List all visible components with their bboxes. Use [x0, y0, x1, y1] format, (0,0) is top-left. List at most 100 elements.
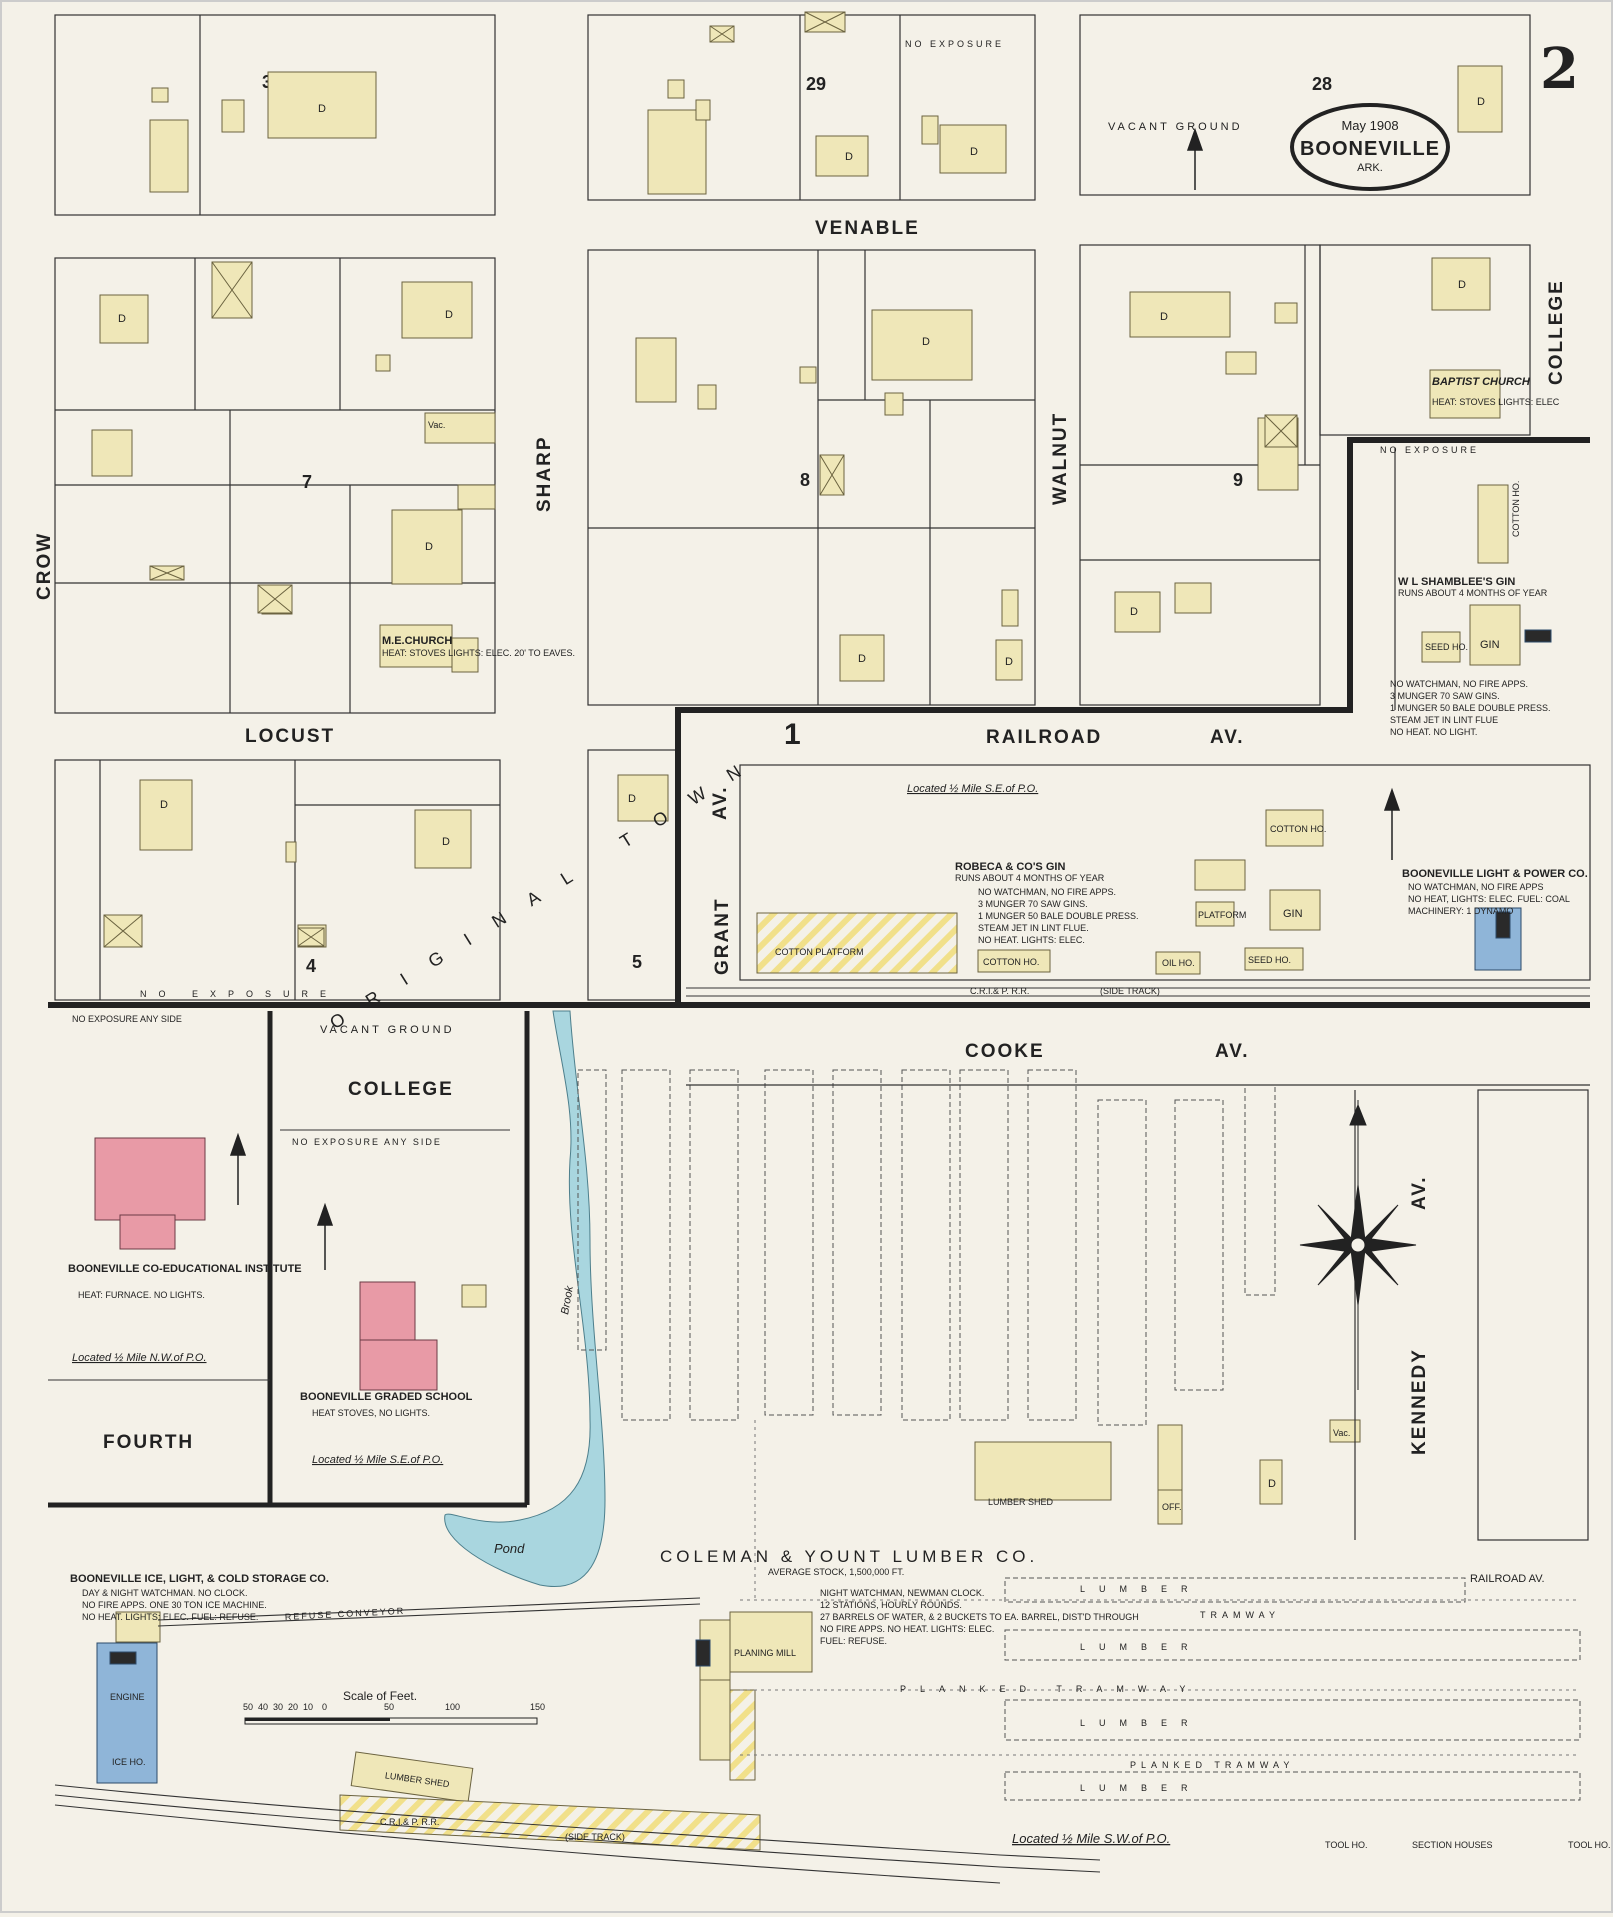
lumber-pile-label: LUMBER	[1080, 1718, 1202, 1728]
dwelling-mark: D	[858, 653, 866, 665]
no-exposure-any-side-label: NO EXPOSURE ANY SIDE	[72, 1014, 182, 1024]
robeca-note: NO HEAT. LIGHTS: ELEC.	[978, 935, 1085, 945]
ice-note: DAY & NIGHT WATCHMAN. NO CLOCK.	[82, 1588, 248, 1598]
block-label: 5	[632, 952, 642, 972]
railroad-tracks	[54, 987, 1590, 1884]
robeca-gin-label: ROBECA & CO'S GIN	[955, 861, 1065, 873]
scale-tick: 0	[322, 1702, 327, 1712]
north-arrows	[229, 127, 1401, 1270]
title-cartouche: May 1908 BOONEVILLE ARK.	[1290, 103, 1450, 191]
baptist-church-building	[1429, 369, 1501, 419]
cotton-platform-label: COTTON PLATFORM	[775, 947, 864, 957]
street-venable: VENABLE	[815, 218, 920, 239]
dwelling	[617, 774, 669, 822]
robeca-note: 3 MUNGER 70 SAW GINS.	[978, 899, 1088, 909]
vacant-label: Vac.	[428, 420, 445, 430]
vacant-ground-label: VACANT GROUND	[1108, 121, 1243, 133]
located-nw-label: Located ½ Mile N.W.of P.O.	[72, 1352, 207, 1364]
scale-tick: 100	[445, 1702, 460, 1712]
scale-tick: 30	[273, 1702, 283, 1712]
scale-tick: 150	[530, 1702, 545, 1712]
street-railroad-av-suffix: AV.	[1210, 727, 1245, 748]
no-exposure-label: NO EXPOSURE	[905, 39, 1004, 49]
coleman-stock: AVERAGE STOCK, 1,500,000 FT.	[768, 1567, 904, 1577]
railroad-av-small-label: RAILROAD AV.	[1470, 1573, 1545, 1585]
street-locust: LOCUST	[245, 726, 335, 747]
block-1-boundary-outer	[675, 437, 1590, 1005]
dwelling	[139, 779, 193, 851]
lumber-shed-label: LUMBER SHED	[988, 1497, 1054, 1507]
shamblee-note: STEAM JET IN LINT FLUE	[1390, 715, 1498, 725]
light-power-note: NO HEAT, LIGHTS: ELEC. FUEL: COAL	[1408, 894, 1570, 904]
cotton-house	[1265, 809, 1324, 847]
dwelling	[267, 71, 377, 139]
planked-tramway-label: PLANKED TRAMWAY	[1130, 1760, 1294, 1770]
cotton-house-label: COTTON HO.	[1511, 481, 1521, 537]
vacant-ground-label: VACANT GROUND	[320, 1024, 455, 1036]
block-label: 9	[1233, 470, 1243, 490]
robeca-gin-runs: RUNS ABOUT 4 MONTHS OF YEAR	[955, 873, 1105, 883]
engine-label: ENGINE	[110, 1692, 145, 1702]
dwelling-mark: D	[970, 146, 978, 158]
block-4-outline	[54, 759, 501, 1001]
street-college-bottom: COLLEGE	[348, 1079, 454, 1100]
ice-co-label: BOONEVILLE ICE, LIGHT, & COLD STORAGE CO…	[70, 1573, 329, 1585]
block-8-outline	[587, 249, 1036, 706]
light-power-label: BOONEVILLE LIGHT & POWER CO.	[1402, 868, 1588, 880]
dwelling	[414, 809, 472, 869]
lumber-pile-label: LUMBER	[1080, 1584, 1202, 1594]
street-railroad-av: RAILROAD	[986, 727, 1102, 748]
dwelling	[815, 135, 869, 177]
lumber-piles	[577, 1069, 1581, 1801]
planked-tramway-label: PLANKED TRAMWAY	[900, 1684, 1199, 1694]
lumber-shed	[974, 1441, 1112, 1501]
dwelling	[91, 429, 133, 477]
bottling-works	[1194, 859, 1246, 891]
block-28-outline	[1079, 14, 1531, 196]
railroad-label: C.R.I.& P. R.R.	[970, 986, 1029, 996]
located-se-label: Located ½ Mile S.E.of P.O.	[312, 1454, 443, 1466]
cotton-house-label: COTTON HO.	[983, 957, 1039, 967]
railroad-label: C.R.I.& P. R.R.	[380, 1817, 439, 1827]
sheet-state: ARK.	[1357, 162, 1383, 174]
street-fourth: FOURTH	[103, 1432, 194, 1453]
shamblee-gin-label: W L SHAMBLEE'S GIN	[1398, 576, 1515, 588]
institute-note: HEAT: FURNACE. NO LIGHTS.	[78, 1290, 205, 1300]
scale-title: Scale of Feet.	[343, 1689, 417, 1703]
sheet-number: 2	[1540, 36, 1579, 102]
pond-label: Pond	[494, 1541, 525, 1556]
coleman-note: 27 BARRELS OF WATER, & 2 BUCKETS TO EA. …	[820, 1612, 1139, 1622]
seed-house	[1244, 947, 1304, 971]
shamblee-note: NO HEAT. NO LIGHT.	[1390, 727, 1477, 737]
cotton-house	[977, 949, 1051, 973]
frame-buildings	[91, 65, 1521, 1803]
hatched-sheds	[103, 11, 1298, 948]
located-sw-label: Located ½ Mile S.W.of P.O.	[1012, 1831, 1170, 1846]
me-church-note: HEAT: STOVES LIGHTS: ELEC. 20' TO EAVES.	[382, 648, 575, 658]
dwelling	[1129, 291, 1231, 338]
brook-and-pond	[444, 1010, 606, 1587]
dwelling-mark: D	[1458, 279, 1466, 291]
vacant-label: Vac.	[1333, 1428, 1350, 1438]
scale-tick: 50	[243, 1702, 253, 1712]
seed-house	[1421, 631, 1461, 663]
street-grant-suffix: AV.	[710, 785, 731, 820]
kennedy-east-block	[1477, 1089, 1589, 1541]
sheet-date: May 1908	[1341, 118, 1398, 133]
brook-label: Brook	[559, 1285, 576, 1316]
dwelling-mark: D	[160, 799, 168, 811]
block-1-boundary-inner	[684, 446, 1590, 1005]
lumber-pile-label: LUMBER	[1080, 1783, 1202, 1793]
block-label: 28	[1312, 74, 1332, 94]
block-label: 8	[800, 470, 810, 490]
dwelling-mark: D	[318, 103, 326, 115]
coleman-note: FUEL: REFUSE.	[820, 1636, 887, 1646]
dwelling-marks: D D D D D D D D D D D D D D D D D	[118, 96, 1485, 1490]
office	[1157, 1489, 1183, 1525]
oil-house	[1155, 951, 1201, 975]
tramway-label: TRAMWAY	[1200, 1610, 1280, 1620]
vacant-building	[1329, 1419, 1361, 1443]
